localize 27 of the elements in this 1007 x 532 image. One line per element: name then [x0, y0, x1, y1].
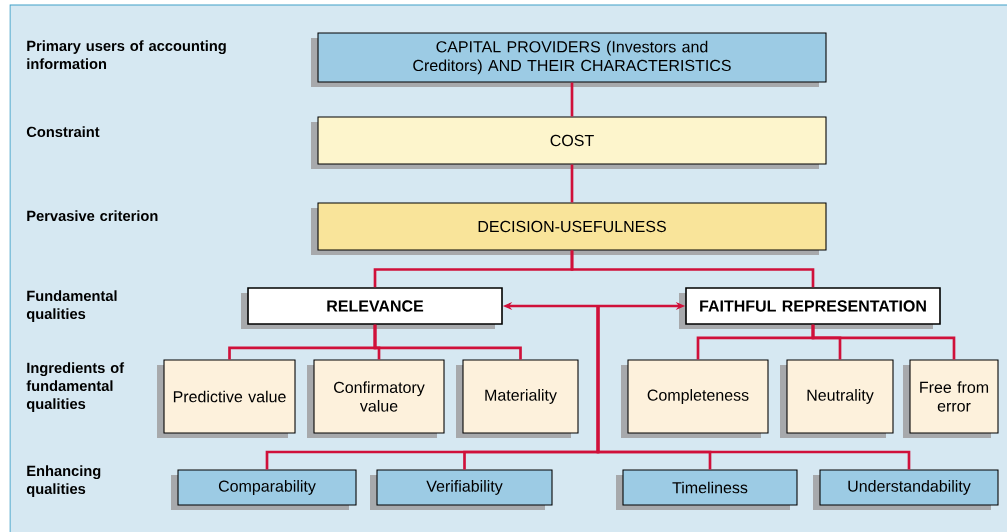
user-box: CAPITAL PROVIDERS (Investors and Creditors) AND THEIR CHARACTERISTICS: [311, 32, 827, 87]
row-label: Fundamental qualities: [26, 290, 117, 322]
row-label: Primary users of accounting information: [27, 40, 226, 70]
connector: [570, 164, 574, 203]
criterion-box: DECISION-USEFULNESS: [311, 202, 827, 255]
enhancing-box: Understandability: [813, 469, 999, 510]
row-label: Constraint: [26, 126, 100, 138]
ingredient-box: Confirmatory value: [307, 359, 445, 438]
row-label: Enhancing qualities: [26, 465, 101, 497]
ingredient-box: Predictive value: [157, 359, 296, 438]
connector: [596, 306, 911, 470]
connector: [570, 250, 815, 288]
quality-box: RELEVANCE: [241, 287, 503, 329]
ingredient-box: Materiality: [456, 359, 579, 438]
enhancing-box: Timeliness: [616, 469, 798, 510]
row-label: Pervasive criterion: [27, 210, 158, 222]
ingredient-box: Neutrality: [780, 359, 894, 438]
connector: [811, 324, 956, 360]
connector: [570, 82, 574, 117]
constraint-box: COST: [311, 116, 827, 169]
enhancing-box: Comparability: [171, 469, 357, 510]
ingredient-box: Completeness: [621, 359, 769, 438]
connector: [373, 324, 522, 360]
ingredient-box: Free from error: [903, 359, 999, 438]
row-label: Ingredients of fundamental qualities: [26, 362, 125, 412]
quality-box: FAITHFUL REPRESENTATION: [679, 287, 941, 329]
enhancing-box: Verifiability: [370, 469, 553, 510]
